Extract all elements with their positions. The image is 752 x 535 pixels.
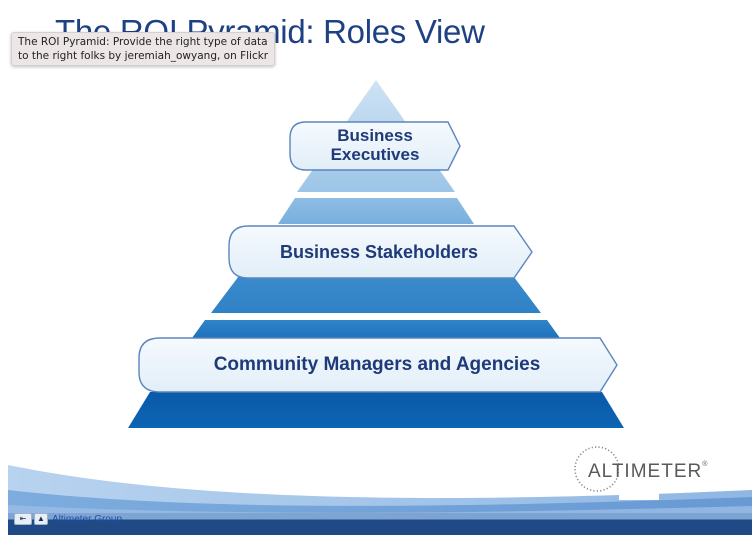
altimeter-logo-mark	[574, 440, 659, 500]
image-tooltip: The ROI Pyramid: Provide the right type …	[11, 32, 275, 66]
banner-executives	[289, 121, 461, 171]
label-line1: Business	[337, 126, 413, 145]
logo-text: ALTIMETER	[588, 461, 703, 482]
label-business-stakeholders: Business Stakeholders	[279, 242, 479, 262]
tooltip-line-1: The ROI Pyramid: Provide the right type …	[18, 36, 268, 48]
footer-company-name: Altimeter Group	[52, 514, 123, 525]
banner-stakeholders	[228, 225, 533, 279]
label-community-managers: Community Managers and Agencies	[213, 354, 541, 375]
pyramid-level-community	[128, 320, 624, 428]
previous-slide-button[interactable]: ⇤	[14, 513, 32, 525]
footer-wave	[8, 465, 752, 535]
altimeter-logo: ALTIMETER®	[588, 461, 708, 483]
tooltip-line-2: to the right folks by jeremiah_owyang, o…	[18, 50, 269, 62]
slide-menu-button[interactable]: ▲	[34, 513, 48, 525]
label-line2: Executives	[330, 145, 420, 164]
label-business-executives: Business Executives	[290, 126, 460, 164]
registered-mark: ®	[702, 461, 709, 468]
banner-community	[138, 337, 618, 393]
